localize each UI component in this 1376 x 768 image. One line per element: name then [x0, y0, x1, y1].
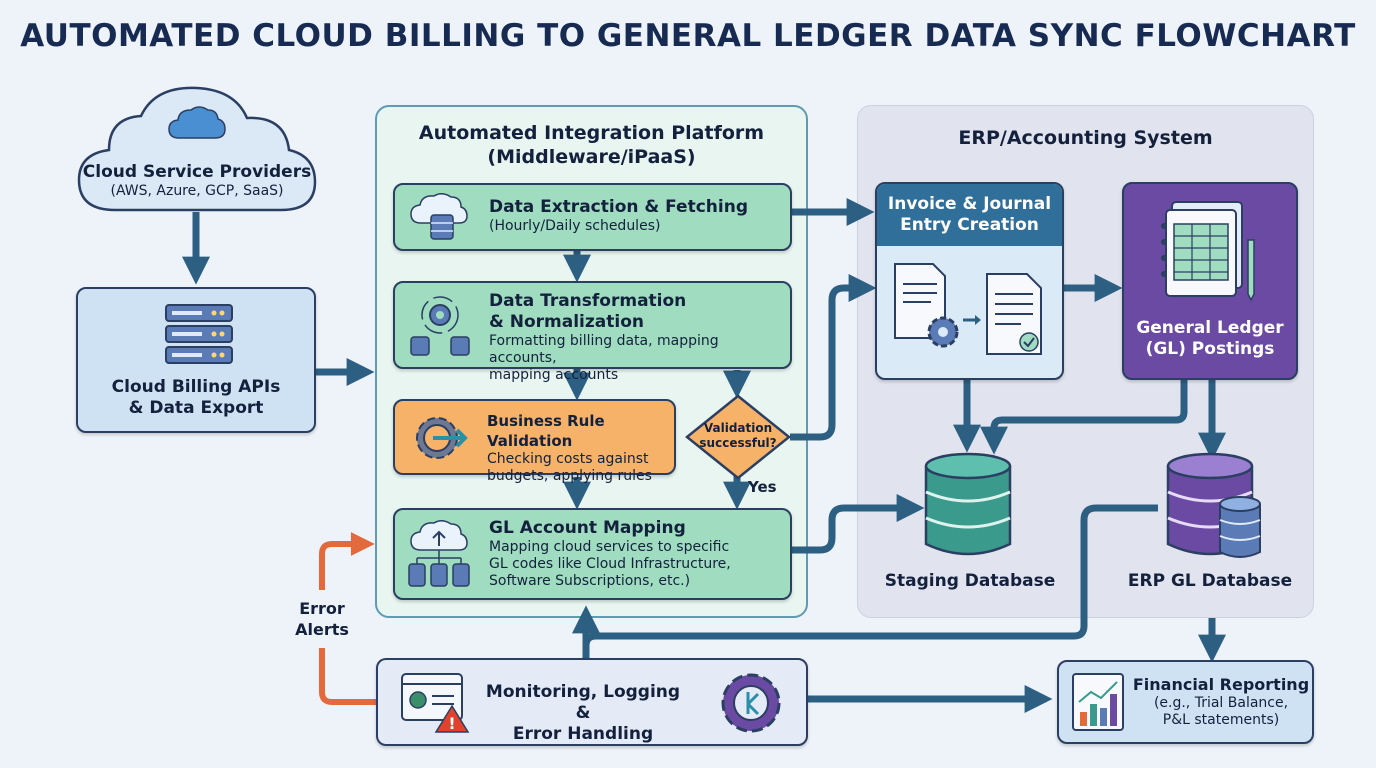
gl-mapping-title: GL Account Mapping: [489, 518, 686, 538]
decision-line1: Validation: [703, 421, 773, 435]
document-icon: [894, 263, 1042, 355]
invoice-line2: Entry Creation: [900, 215, 1039, 235]
staging-database-node: [912, 452, 1024, 560]
server-icon: [165, 304, 233, 364]
validation-desc-line1: Checking costs against: [487, 451, 649, 467]
cloud-service-providers-node: Cloud Service Providers (AWS, Azure, GCP…: [75, 82, 319, 216]
staging-db-label: Staging Database: [884, 571, 1056, 591]
yes-label: Yes: [748, 478, 777, 496]
gl-mapping-desc-line2: GL codes like Cloud Infrastructure,: [489, 556, 731, 572]
transformation-title-line1: Data Transformation: [489, 291, 687, 311]
data-extraction-node: Data Extraction & Fetching (Hourly/Daily…: [393, 183, 792, 251]
spreadsheet-icon: [1161, 201, 1255, 302]
platform-title-line1: Automated Integration Platform: [418, 122, 765, 144]
error-alerts-line1: Error: [299, 599, 345, 618]
transformation-title-line2: & Normalization: [489, 312, 644, 332]
invoice-journal-node: Invoice & Journal Entry Creation: [875, 182, 1064, 380]
gl-mapping-desc-line1: Mapping cloud services to specific: [489, 539, 730, 555]
cloud-icon: [168, 106, 226, 139]
platform-title-line2: (Middleware/iPaaS): [487, 146, 696, 168]
validation-decision-node: Validation successful?: [684, 393, 792, 481]
gl-account-mapping-node: GL Account Mapping Mapping cloud service…: [393, 508, 792, 600]
error-alerts-label: Error Alerts: [290, 598, 354, 640]
database-icon: [924, 452, 1012, 556]
financial-reporting-desc-line2: P&L statements): [1162, 712, 1280, 728]
billing-apis-line2: & Data Export: [128, 398, 264, 418]
gear-icon: [410, 296, 470, 356]
erp-gl-database-node: [1158, 452, 1270, 560]
validation-desc-line2: budgets, applying rules: [487, 468, 652, 484]
data-transformation-node: Data Transformation & Normalization Form…: [393, 281, 792, 383]
gear-icon: [416, 417, 468, 459]
database-icon: [1166, 452, 1261, 558]
invoice-line1: Invoice & Journal: [887, 194, 1052, 214]
extraction-desc: (Hourly/Daily schedules): [489, 218, 661, 234]
erp-title: ERP/Accounting System: [958, 127, 1213, 149]
cloud-network-icon: [408, 520, 470, 587]
cloud-shape: [77, 86, 317, 212]
gear-icon: [721, 673, 781, 733]
error-alerts-line2: Alerts: [295, 620, 349, 639]
decision-line2: successful?: [699, 436, 777, 450]
transformation-desc-line1: Formatting billing data, mapping account…: [489, 333, 719, 366]
cloud-providers-subtitle: (AWS, Azure, GCP, SaaS): [110, 183, 284, 199]
business-rule-validation-node: Business Rule Validation Checking costs …: [393, 399, 676, 484]
page-title: AUTOMATED CLOUD BILLING TO GENERAL LEDGE…: [20, 18, 1356, 54]
monitoring-node: ! Monitoring, Logging & Error Handling: [376, 658, 808, 746]
validation-title: Business Rule Validation: [487, 412, 605, 450]
cloud-providers-title: Cloud Service Providers: [82, 162, 312, 182]
transformation-desc-line2: mapping accounts: [489, 367, 619, 383]
billing-apis-line1: Cloud Billing APIs: [111, 377, 281, 397]
cloud-database-icon: [410, 193, 468, 240]
cloud-billing-apis-node: Cloud Billing APIs & Data Export: [76, 287, 316, 433]
monitoring-line1: Monitoring, Logging &: [485, 682, 681, 723]
financial-reporting-node: Financial Reporting (e.g., Trial Balance…: [1057, 660, 1314, 744]
warning-icon: !: [401, 673, 470, 733]
extraction-title: Data Extraction & Fetching: [489, 197, 748, 217]
gl-postings-line1: General Ledger: [1136, 318, 1284, 338]
decision-diamond: [685, 394, 791, 480]
bar-chart-icon: [1072, 673, 1124, 731]
gl-postings-line2: (GL) Postings: [1145, 339, 1275, 359]
svg-text:!: !: [448, 714, 455, 733]
financial-reporting-title: Financial Reporting: [1132, 675, 1310, 694]
gl-mapping-desc-line3: Software Subscriptions, etc.): [489, 573, 691, 589]
gl-postings-node: General Ledger (GL) Postings: [1122, 182, 1298, 380]
monitoring-line2: Error Handling: [512, 724, 654, 744]
erp-gl-db-label: ERP GL Database: [1127, 571, 1293, 591]
financial-reporting-desc-line1: (e.g., Trial Balance,: [1153, 695, 1289, 711]
